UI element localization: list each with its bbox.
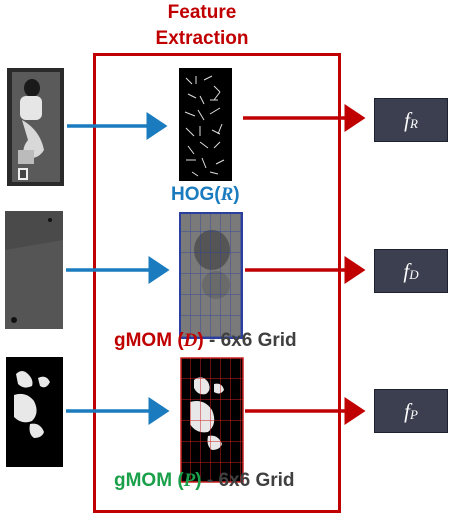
gmom-depth-prefix: gMOM (	[114, 330, 184, 351]
gmom-depth-suffix: )	[197, 330, 204, 351]
title-line-1: Feature	[167, 2, 237, 23]
fd-var: f	[403, 258, 410, 283]
fr-var: f	[404, 107, 410, 132]
title-line-2: Extraction	[155, 28, 249, 49]
fp-sub: P	[409, 407, 418, 422]
fd-sub: D	[409, 267, 419, 282]
hog-label-var: R	[220, 184, 234, 205]
gmom-pressure-var: P	[183, 470, 196, 491]
pressure-image	[6, 357, 63, 467]
hog-label-prefix: HOG(	[171, 184, 221, 205]
hog-image	[179, 68, 232, 181]
hog-label: HOG(R)	[171, 184, 240, 206]
fp-var: f	[404, 398, 410, 423]
gmom-depth-tail: - 6x6 Grid	[203, 330, 297, 351]
gmom-pressure-prefix: gMOM (	[114, 470, 184, 491]
feature-extraction-frame	[93, 53, 341, 513]
feature-extraction-title: Feature Extraction	[118, 0, 286, 52]
gmom-depth-label: gMOM (D) - 6x6 Grid	[114, 330, 297, 352]
hog-label-suffix: )	[233, 184, 240, 205]
gmom-pressure-label: gMOM (P) - 6x6 Grid	[114, 470, 295, 492]
gmom-pressure-tail: - 6x6 Grid	[201, 470, 295, 491]
fr-sub: R	[409, 116, 418, 131]
gmom-depth-var: D	[183, 330, 198, 351]
depth-grid-image	[179, 212, 243, 339]
depth-image	[5, 211, 63, 329]
rgb-image	[7, 68, 64, 186]
gmom-pressure-suffix: )	[195, 470, 202, 491]
pressure-grid-image	[180, 357, 244, 483]
